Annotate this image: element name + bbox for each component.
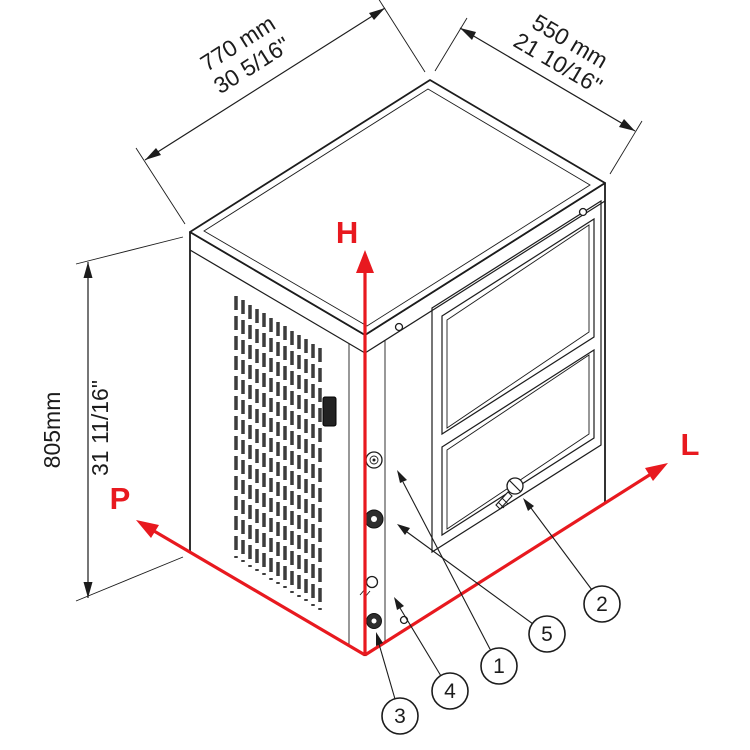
- balloon-number: 3: [394, 705, 406, 728]
- lid-edge-right: [364, 200, 606, 354]
- axis-l-line: [364, 472, 652, 657]
- dimension-line: [459, 27, 636, 132]
- axis-l-arrowhead: [645, 463, 668, 481]
- extension-line: [75, 236, 184, 265]
- dimension-arrowhead: [369, 8, 385, 20]
- dimension-arrowhead: [83, 262, 93, 278]
- fitting-center: [372, 458, 376, 462]
- axis-h-arrowhead: [356, 250, 374, 273]
- axis-p-arrowhead: [136, 520, 159, 538]
- lid-edge-left: [189, 249, 366, 354]
- fitting-drain: [364, 509, 384, 529]
- callout-leaders: [376, 470, 593, 700]
- leader-arrowhead-5: [397, 524, 410, 535]
- height-mm-label: 805mm: [39, 392, 65, 469]
- leader-arrowhead-1: [397, 470, 407, 483]
- leader-line-2: [530, 507, 593, 591]
- balloon-number: 4: [444, 680, 456, 703]
- dimension-arrowhead: [460, 28, 476, 40]
- fitting-outlet: [366, 613, 382, 629]
- axis-p-line: [153, 529, 366, 657]
- panel-screw-hole: [394, 322, 404, 332]
- mounting-screw: [495, 477, 524, 510]
- dimension-height: 805mm 31 11/16": [39, 236, 184, 602]
- screw-thread: [501, 497, 509, 505]
- callout-balloon-4: 4: [431, 672, 469, 710]
- fitting-ring-inner: [369, 455, 379, 465]
- leader-line-1: [402, 481, 492, 652]
- leader-line-4: [399, 607, 442, 677]
- axis-p-label: P: [110, 481, 131, 516]
- fitting-water-inlet: [365, 451, 383, 469]
- balloon-number: 5: [541, 623, 553, 646]
- fitting-hole: [371, 516, 377, 522]
- dimension-line: [144, 7, 386, 161]
- balloon-circle: [480, 647, 518, 685]
- extension-line: [135, 147, 186, 225]
- axis-h-label: H: [336, 215, 358, 250]
- axis-l-label: L: [681, 427, 700, 462]
- balloon-circle: [583, 585, 621, 623]
- balloon-number: 1: [493, 655, 505, 678]
- fitting-head: [365, 575, 379, 589]
- lower-panel-inset: [446, 354, 590, 530]
- extension-line: [378, 0, 426, 73]
- extension-line: [434, 17, 468, 72]
- panel-screw-hole: [578, 207, 588, 217]
- leader-arrowhead-2: [523, 498, 534, 511]
- dimension-arrowhead: [83, 582, 93, 598]
- leader-line-5: [406, 531, 534, 625]
- top-face-inset: [203, 88, 591, 327]
- callout-balloon-5: 5: [528, 615, 566, 653]
- machine-body: [189, 79, 606, 656]
- vent-grille: [234, 296, 322, 610]
- fitting-hole: [371, 618, 377, 624]
- screw-thread: [497, 501, 505, 509]
- panel-frame: [431, 199, 602, 554]
- balloon-circle: [381, 697, 419, 735]
- height-inch-label: 31 11/16": [87, 380, 113, 476]
- panel-screw-hole: [399, 615, 409, 625]
- extension-line: [609, 120, 643, 175]
- upper-panel-inset: [446, 224, 590, 429]
- leader-arrowhead-3: [376, 632, 383, 646]
- dimension-arrowhead: [145, 148, 161, 160]
- top-face: [189, 79, 606, 336]
- lower-panel: [441, 348, 595, 537]
- dimension-arrowhead: [619, 119, 635, 131]
- leader-line-3: [378, 643, 396, 700]
- extension-line: [75, 556, 184, 602]
- balloon-number: 2: [596, 593, 608, 616]
- screw-slot: [508, 479, 522, 493]
- callout-balloon-1: 1: [480, 647, 518, 685]
- axes: H L P: [110, 215, 700, 657]
- leader-arrowhead-4: [394, 597, 404, 610]
- balloon-circle: [431, 672, 469, 710]
- balloon-circle: [528, 615, 566, 653]
- callout-balloon-2: 2: [583, 585, 621, 623]
- service-panels: [394, 199, 602, 625]
- callout-balloon-3: 3: [381, 697, 419, 735]
- power-switch: [322, 396, 337, 427]
- upper-panel: [441, 217, 595, 436]
